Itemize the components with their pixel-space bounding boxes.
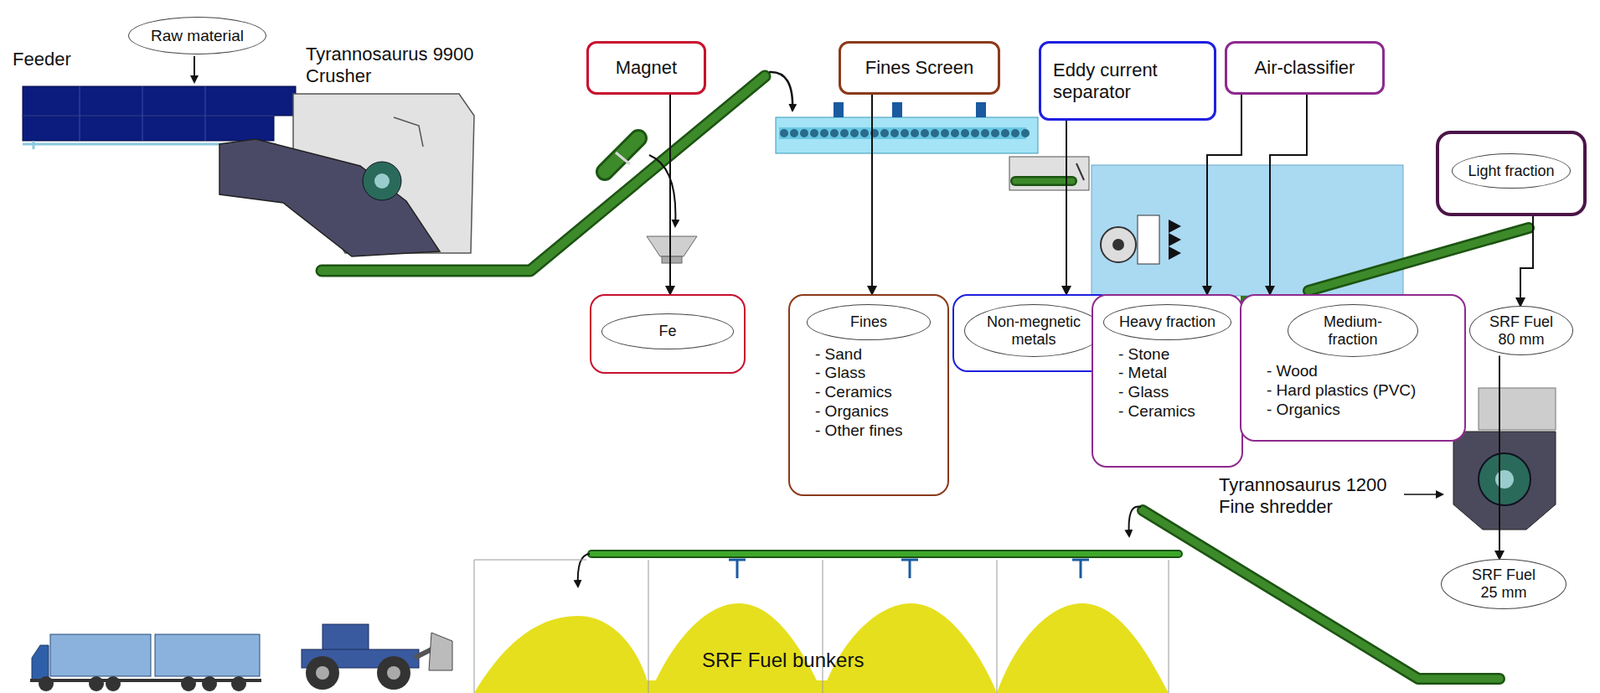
callout-box: Magnet (586, 41, 707, 95)
fines-screen (775, 102, 1038, 154)
screen-roller (980, 129, 990, 138)
screen-roller (779, 129, 789, 138)
material-item: - Sand (815, 345, 862, 365)
flow-arrow (1207, 94, 1242, 295)
screen-roller (1021, 129, 1030, 138)
screen-roller (840, 129, 849, 138)
output-box: Heavy fraction - Stone- Metal- Glass- Cer… (1091, 294, 1244, 468)
part-label: SRF Fuel bunkers (701, 648, 864, 673)
bunkers (474, 559, 1169, 693)
output-box: Non-megnetic metals (952, 294, 1115, 372)
node-label: SRF Fuel 25 mm (1467, 566, 1540, 601)
screen-roller (910, 129, 919, 138)
screen-roller (940, 129, 950, 138)
node-label: Raw material (150, 26, 244, 46)
screen-roller (820, 129, 829, 138)
part-label: Tyrannosaurus 1200 Fine shredder (1218, 474, 1399, 519)
screen-roller (1001, 129, 1010, 138)
oval-node: SRF Fuel 25 mm (1440, 558, 1567, 610)
material-item: - Glass (1118, 382, 1169, 403)
part-label: Feeder (12, 48, 72, 71)
fraction-oval: Medium- fraction (1287, 304, 1419, 357)
callout-box: Air-classifier (1224, 41, 1385, 95)
fraction-oval: Heavy fraction (1103, 304, 1232, 341)
flow-arrow (1269, 94, 1307, 295)
wheel-loader (301, 624, 453, 690)
screen-roller (930, 129, 940, 138)
screen-roller (950, 129, 960, 138)
screen-roller (990, 129, 1000, 138)
material-item: - Metal (1118, 363, 1167, 383)
screen-roller (850, 129, 859, 138)
screen-roller (920, 129, 930, 138)
node-label: SRF Fuel 80 mm (1485, 313, 1558, 348)
node-label: Fines Screen (865, 56, 975, 78)
screen-roller (810, 129, 819, 138)
screen-roller (789, 129, 799, 138)
oval-node: Raw material (128, 16, 267, 55)
screen-roller (860, 129, 869, 138)
material-item: - Ceramics (1118, 402, 1196, 422)
oval-node: SRF Fuel 80 mm (1469, 305, 1574, 356)
screen-roller (1011, 129, 1020, 138)
node-label: Magnet (615, 56, 677, 78)
crusher (219, 93, 475, 257)
truck (30, 634, 262, 692)
screen-roller (970, 129, 980, 138)
output-box: Light fraction (1435, 130, 1587, 217)
fine-shredder (1453, 387, 1556, 530)
screen-roller (830, 129, 839, 138)
output-box: Medium- fraction - Wood- Hard plastics (P… (1239, 294, 1466, 442)
material-item: - Hard plastics (PVC) (1266, 381, 1416, 401)
screen-roller (890, 129, 899, 138)
flow-arrow (1498, 355, 1501, 559)
node-label: Eddy current separator (1052, 59, 1203, 103)
material-item: - Glass (815, 363, 866, 383)
callout-box: Fines Screen (838, 41, 1001, 95)
screen-roller (880, 129, 889, 138)
fraction-oval: Non-megnetic metals (964, 304, 1104, 357)
material-item: - Stone (1118, 345, 1170, 365)
fraction-oval: Fines (806, 304, 931, 341)
screen-roller (900, 129, 909, 138)
material-item: - Other fines (815, 421, 904, 441)
callout-box: Eddy current separator (1038, 41, 1217, 121)
node-label: Air-classifier (1254, 56, 1356, 78)
flow-arrow (1520, 216, 1533, 306)
material-item: - Organics (815, 402, 889, 422)
flow-arrow (1065, 120, 1068, 295)
screen-roller (960, 129, 970, 138)
air-classifier (1091, 165, 1404, 307)
material-item: - Ceramics (815, 382, 893, 403)
fraction-oval: Fe (601, 313, 734, 350)
flow-arrow (871, 94, 873, 295)
part-label: Tyrannosaurus 9900 Crusher (305, 43, 486, 88)
screen-roller (800, 129, 809, 138)
fraction-oval: Light fraction (1451, 153, 1570, 190)
material-item: - Wood (1266, 361, 1318, 382)
output-box: Fines - Sand- Glass- Ceramics- Organics- … (788, 294, 950, 496)
output-box: Fe (589, 294, 746, 374)
flow-arrow (669, 94, 671, 295)
material-item: - Organics (1266, 400, 1341, 420)
